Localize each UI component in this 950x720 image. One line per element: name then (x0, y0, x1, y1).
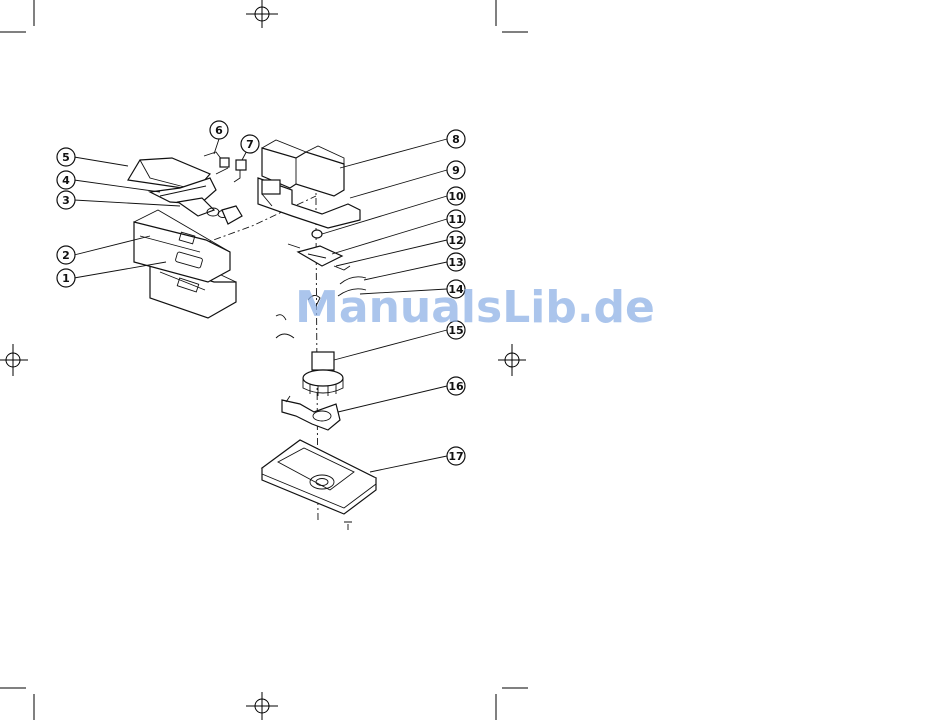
callout-13: 13 (447, 253, 465, 271)
callout-number: 2 (62, 249, 70, 262)
callout-number: 9 (452, 164, 460, 177)
callout-10: 10 (447, 187, 465, 205)
callout-number: 7 (246, 138, 254, 151)
callout-17: 17 (447, 447, 465, 465)
callout-number: 8 (452, 133, 460, 146)
callout-11: 11 (447, 210, 465, 228)
callout-number: 13 (448, 256, 463, 269)
callout-6: 6 (210, 121, 228, 139)
part-12-spring (334, 266, 350, 270)
callout-9: 9 (447, 161, 465, 179)
part-10-bearing (312, 230, 322, 238)
callout-12: 12 (447, 231, 465, 249)
part-17-base (262, 440, 376, 530)
part-3-switch (178, 198, 242, 224)
callout-16: 16 (447, 377, 465, 395)
callout-8: 8 (447, 130, 465, 148)
callout-number: 10 (448, 190, 464, 203)
callout-4: 4 (57, 171, 75, 189)
callout-7: 7 (241, 135, 259, 153)
part-11-brush-holder (288, 244, 342, 266)
callout-number: 11 (448, 213, 463, 226)
crop-marks (0, 0, 528, 720)
callout-number: 1 (62, 272, 70, 285)
callout-5: 5 (57, 148, 75, 166)
part-6-clip (204, 152, 229, 174)
callout-number: 3 (62, 194, 70, 207)
callout-number: 5 (62, 151, 70, 164)
callout-number: 12 (448, 234, 463, 247)
callout-2: 2 (57, 246, 75, 264)
callout-1: 1 (57, 269, 75, 287)
part-16-plate (282, 396, 340, 430)
callout-number: 4 (62, 174, 70, 187)
registration-mark-top (246, 0, 278, 28)
callout-3: 3 (57, 191, 75, 209)
registration-mark-right (498, 344, 526, 376)
part-15-armature (303, 352, 343, 396)
watermark-text: ManualsLib.de (295, 282, 655, 333)
callout-number: 16 (448, 380, 464, 393)
part-7-terminal (234, 160, 246, 182)
callout-number: 17 (448, 450, 463, 463)
part-2-housing-upper (134, 210, 230, 282)
callout-number: 6 (215, 124, 223, 137)
registration-mark-bottom (246, 692, 278, 720)
registration-mark-left (0, 344, 28, 376)
